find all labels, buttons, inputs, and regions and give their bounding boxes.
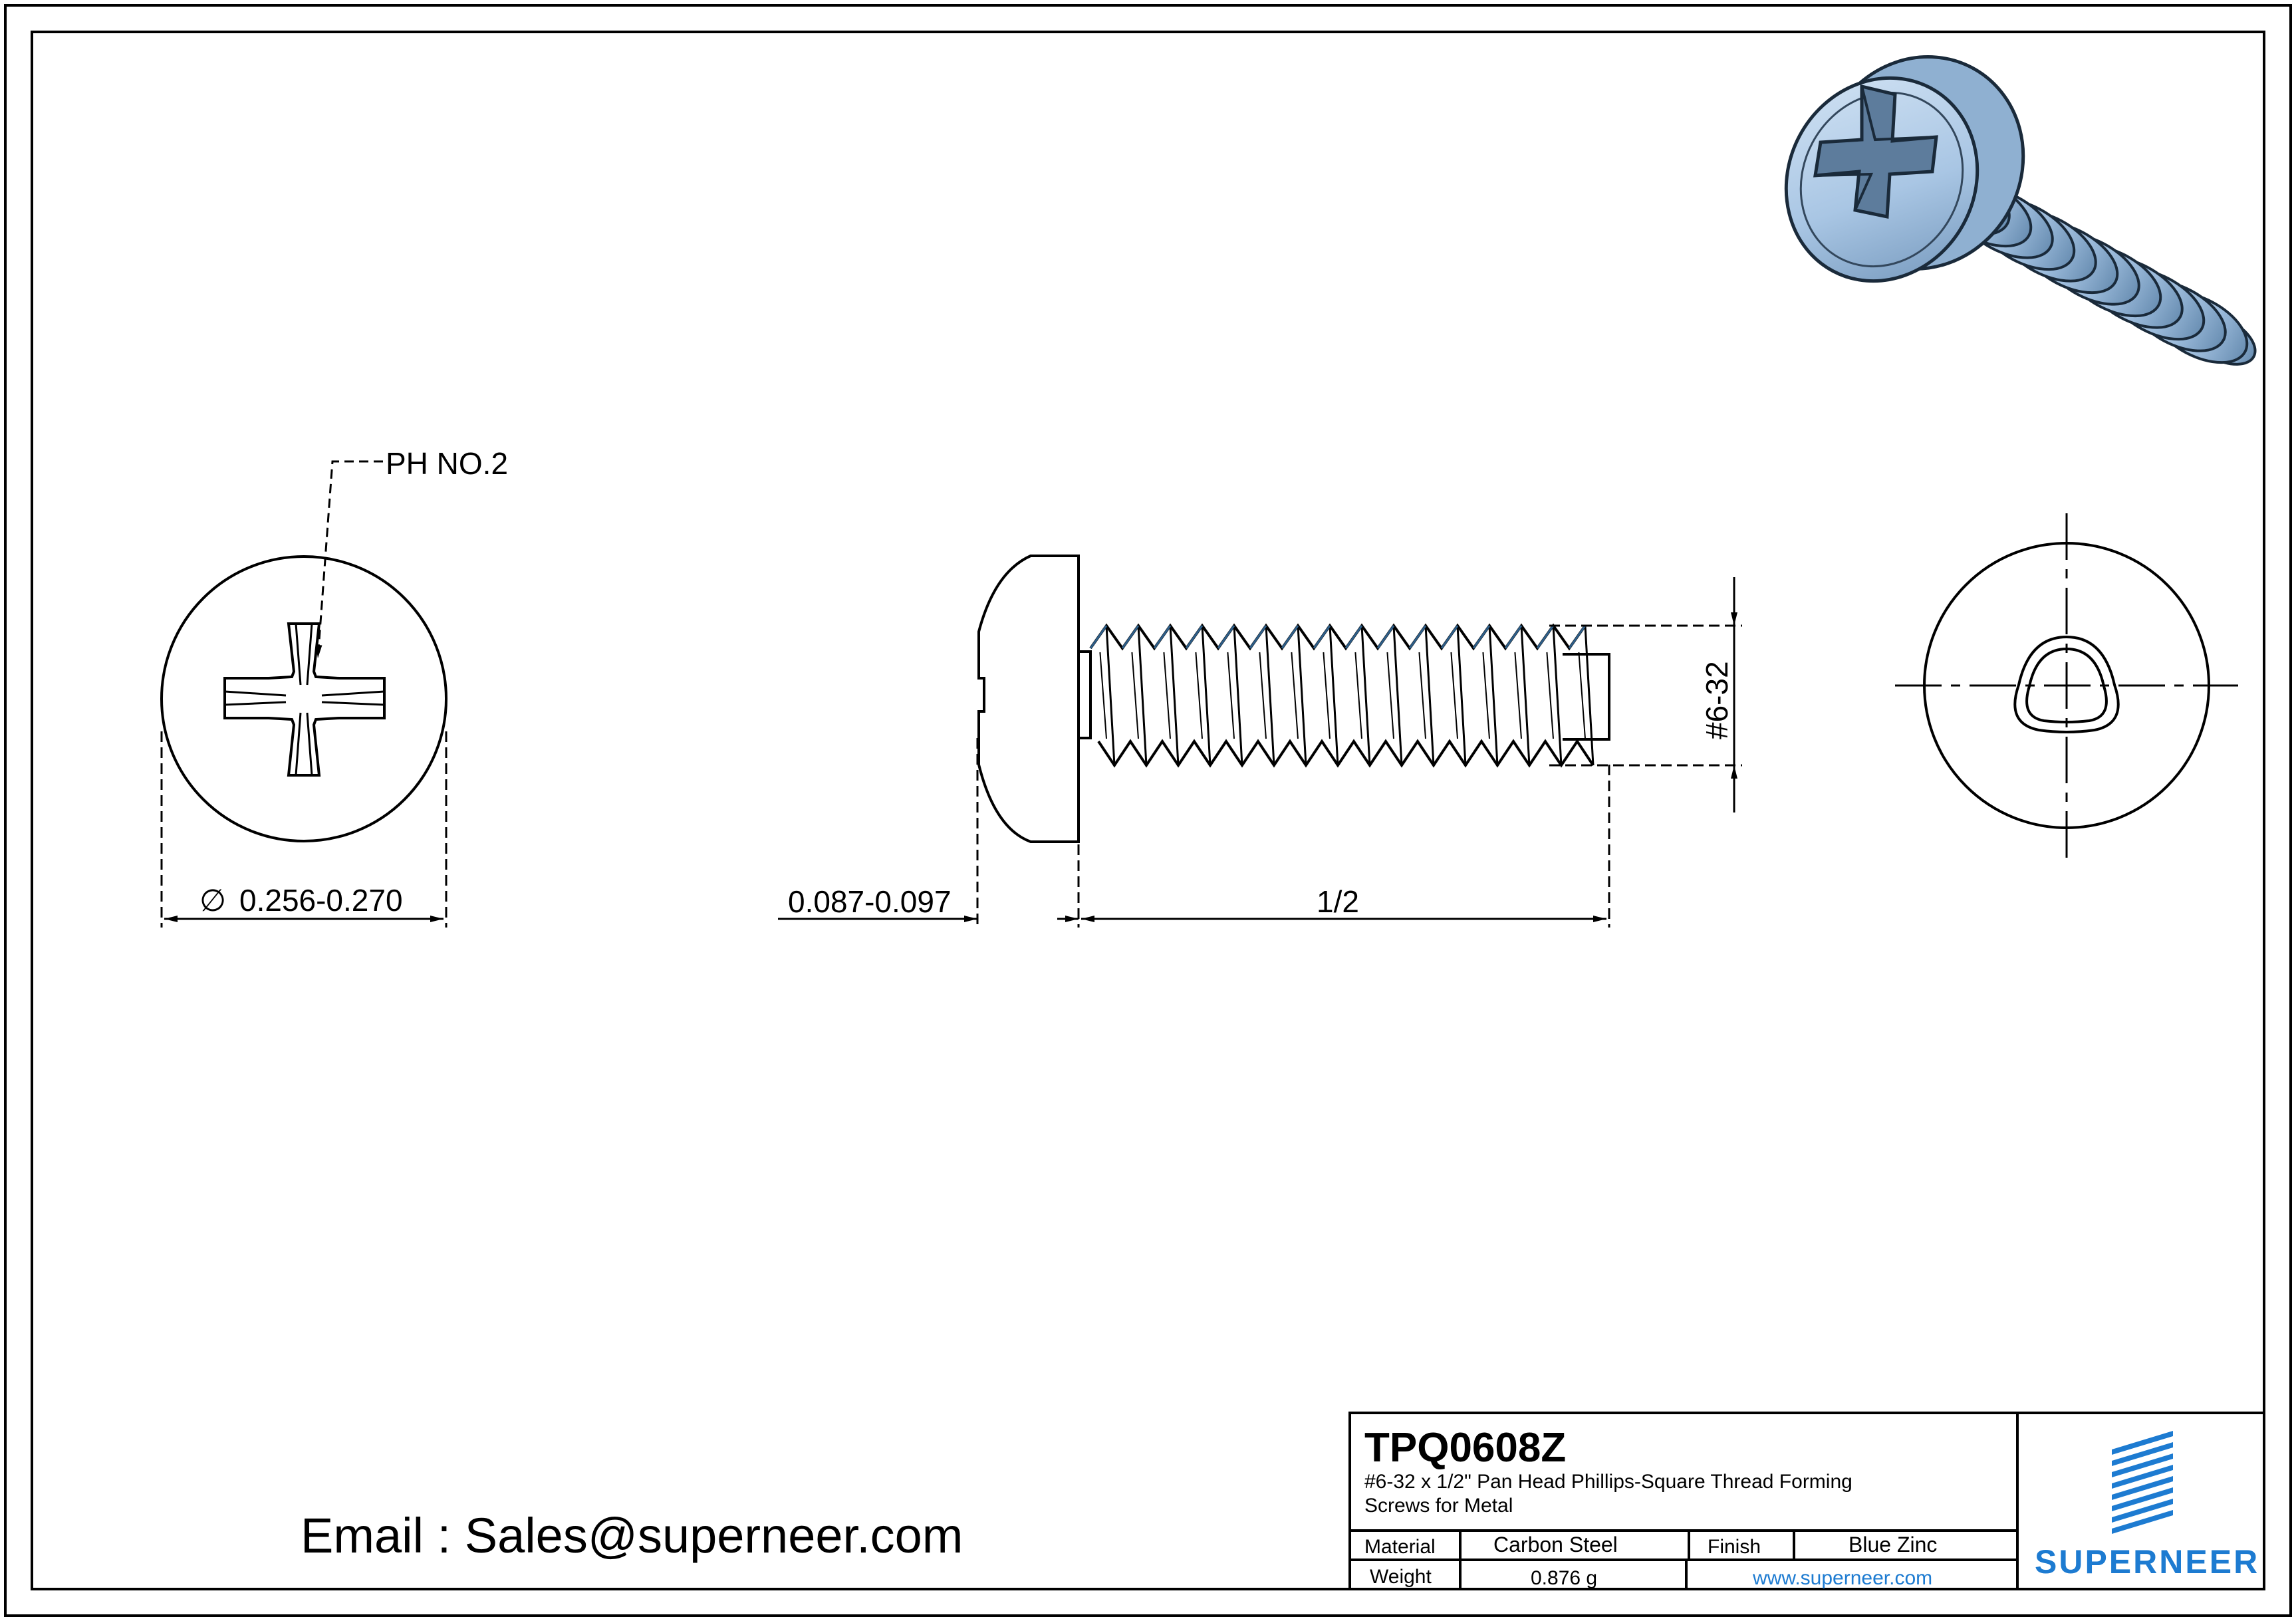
front-view [160,460,447,928]
thread-accent-edge [1536,625,1555,649]
thread-size-label: #6-32 [1700,661,1734,739]
isometric-screw-render [1784,55,2257,366]
logo-stripe [2112,1442,2173,1466]
thread-flank-line [1323,652,1331,739]
thread-flank-line [1163,652,1171,739]
finish-value: Blue Zinc [1849,1533,1937,1557]
logo-stripe [2112,1476,2173,1500]
thread-flank-line [1418,652,1426,739]
thread-accent-edge [1217,625,1235,649]
thread-crest-top [1089,623,1587,651]
thread-helix-line [1265,625,1275,766]
phillips-callout-label: PH NO.2 [386,446,508,481]
contact-email: Email : Sales@superneer.com [301,1508,963,1563]
thread-helix-line [1584,625,1594,766]
logo-stripe [2112,1487,2173,1511]
superneer-stripes-logo-icon [2112,1431,2173,1534]
pan-head-profile [977,555,1080,843]
phillips-leader [315,460,383,659]
thread-tip [1563,653,1610,741]
logo-stripe [2112,1510,2173,1534]
thread-accent-edge [1121,625,1140,649]
thread-accent-edge [1089,625,1108,649]
logo-stripe [2112,1453,2173,1477]
logo-stripe [2112,1431,2173,1455]
head-diameter-label: 0.256-0.270 [239,883,403,918]
thread-helix-line [1297,625,1307,766]
diameter-symbol: ∅ [199,883,226,918]
thread-accent-edge [1344,625,1363,649]
thread-profile [1089,623,1594,768]
trilobe-outer [2013,635,2120,733]
thread-flank-line [1354,652,1362,739]
thread-flank-line [1482,652,1490,739]
weight-label: Weight [1370,1566,1432,1588]
head-height-label: 0.087-0.097 [788,884,952,919]
description-line-1: #6-32 x 1/2" Pan Head Phillips-Square Th… [1364,1471,1852,1493]
logo-stripe [2112,1465,2173,1489]
thread-flank-line [1514,652,1522,739]
thread-flank-line [1227,652,1235,739]
trilobe-inner [2025,647,2108,723]
thread-helix-line [1520,625,1531,766]
thread-accent-edge [1185,625,1204,649]
length-label: 1/2 [1317,884,1359,919]
title-block [1348,1412,2265,1590]
head-outline-circle [160,555,447,842]
thread-helix-line [1552,625,1563,766]
phillips-recess [223,622,386,777]
outer-border [4,4,2292,1617]
material-value: Carbon Steel [1493,1533,1618,1557]
thread-helix-line [1105,625,1116,766]
thread-accent-edge [1313,625,1331,649]
thread-accent-edge [1408,625,1427,649]
iso-thread-rings [1912,163,2257,366]
brand-name: SUPERNEER [2035,1543,2259,1580]
weight-value: 0.876 g [1531,1567,1597,1589]
thread-accent-edge [1376,625,1395,649]
description-line-2: Screws for Metal [1364,1495,1513,1517]
side-view [977,555,1610,843]
website-link[interactable]: www.superneer.com [1752,1567,1932,1589]
thread-helix-line [1360,625,1371,766]
thread-accent-edge [1472,625,1491,649]
thread-crest-bottom [1097,739,1594,768]
thread-flank-line [1099,652,1107,739]
finish-label: Finish [1708,1536,1761,1558]
thread-helix-line [1137,625,1148,766]
thread-accent-edge [1568,625,1587,649]
thread-helix-line [1424,625,1435,766]
thread-accent-edge [1281,625,1299,649]
iso-phillips-recess [1813,84,1938,219]
phillips-inner-lines [224,623,385,776]
material-label: Material [1364,1536,1436,1558]
thread-helix-line [1456,625,1467,766]
thread-flank-line [1131,652,1139,739]
thread-flank-line [1259,652,1267,739]
thread-accent-edge [1440,625,1459,649]
thread-helix-line [1169,625,1180,766]
thread-accent-edge [1153,625,1172,649]
thread-helix-line [1233,625,1243,766]
thread-flank-line [1195,652,1203,739]
part-number: TPQ0608Z [1364,1425,1566,1471]
thread-flank-line [1291,652,1299,739]
thread-accent-edge [1504,625,1523,649]
thread-flank-line [1546,652,1554,739]
thread-helix-line [1488,625,1499,766]
thread-flank-line [1450,652,1458,739]
thread-helix-line [1329,625,1339,766]
thread-accent-edge [1249,625,1267,649]
thread-helix-line [1201,625,1212,766]
logo-stripe [2112,1499,2173,1523]
shank-outline [1079,650,1092,739]
thread-helix-line [1392,625,1403,766]
thread-flank-line [1578,652,1586,739]
end-view [1895,513,2238,858]
inner-border [31,31,2265,1590]
thread-flank-line [1386,652,1394,739]
